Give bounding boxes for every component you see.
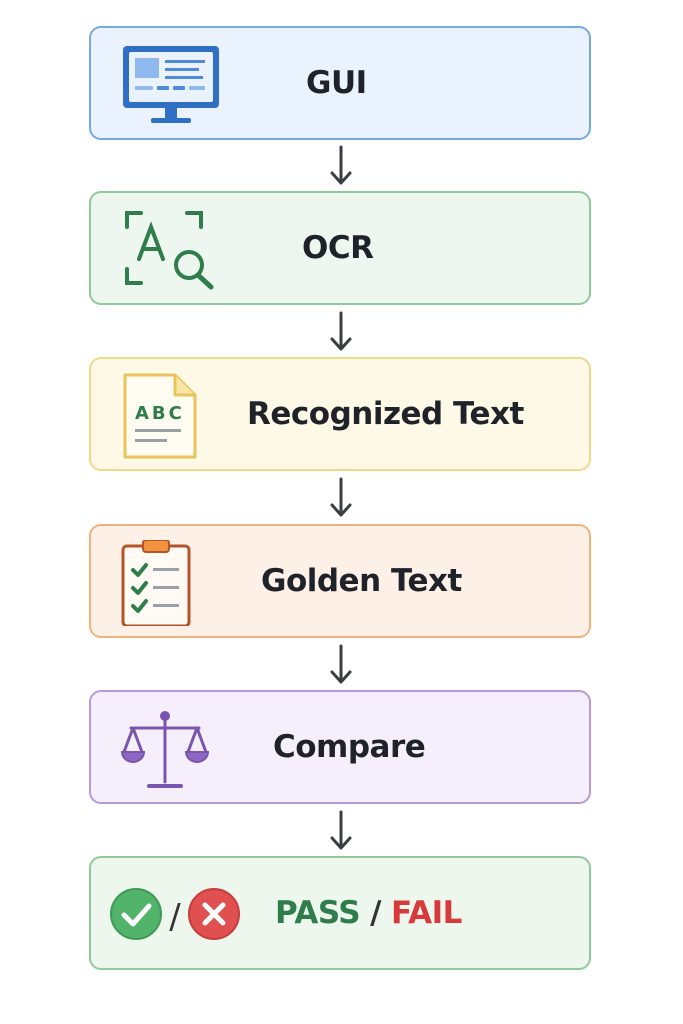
balance-scale-icon: [121, 711, 210, 788]
pass-fail-icons: /: [110, 888, 240, 940]
gui-step-box: GUI: [89, 26, 591, 140]
check-circle-icon: [110, 888, 162, 940]
text-scan-icon: [125, 211, 214, 290]
x-circle-icon: [188, 888, 240, 940]
compare-label: Compare: [273, 729, 426, 765]
down-arrow-icon: [330, 810, 352, 850]
ocr-step-box: OCR: [89, 191, 591, 305]
result-label: PASS / FAIL: [275, 858, 462, 968]
recognized-text-step-box: ABC Recognized Text: [89, 357, 591, 471]
compare-step-box: Compare: [89, 690, 591, 804]
icon-separator: /: [169, 897, 181, 937]
down-arrow-icon: [330, 145, 352, 185]
gui-label: GUI: [306, 65, 367, 101]
down-arrow-icon: [330, 311, 352, 351]
golden-text-label: Golden Text: [261, 563, 462, 599]
ocr-label: OCR: [302, 230, 374, 266]
down-arrow-icon: [330, 644, 352, 684]
pass-label: PASS: [275, 895, 361, 931]
monitor-icon: [123, 46, 219, 123]
abc-icon-text: ABC: [135, 403, 185, 424]
fail-label: FAIL: [390, 895, 462, 931]
result-separator: /: [370, 895, 381, 931]
checklist-clipboard-icon: [121, 540, 191, 626]
down-arrow-icon: [330, 477, 352, 517]
golden-text-step-box: Golden Text: [89, 524, 591, 638]
document-icon: ABC: [123, 373, 197, 459]
recognized-text-label: Recognized Text: [247, 396, 524, 432]
result-step-box: / PASS / FAIL: [89, 856, 591, 970]
